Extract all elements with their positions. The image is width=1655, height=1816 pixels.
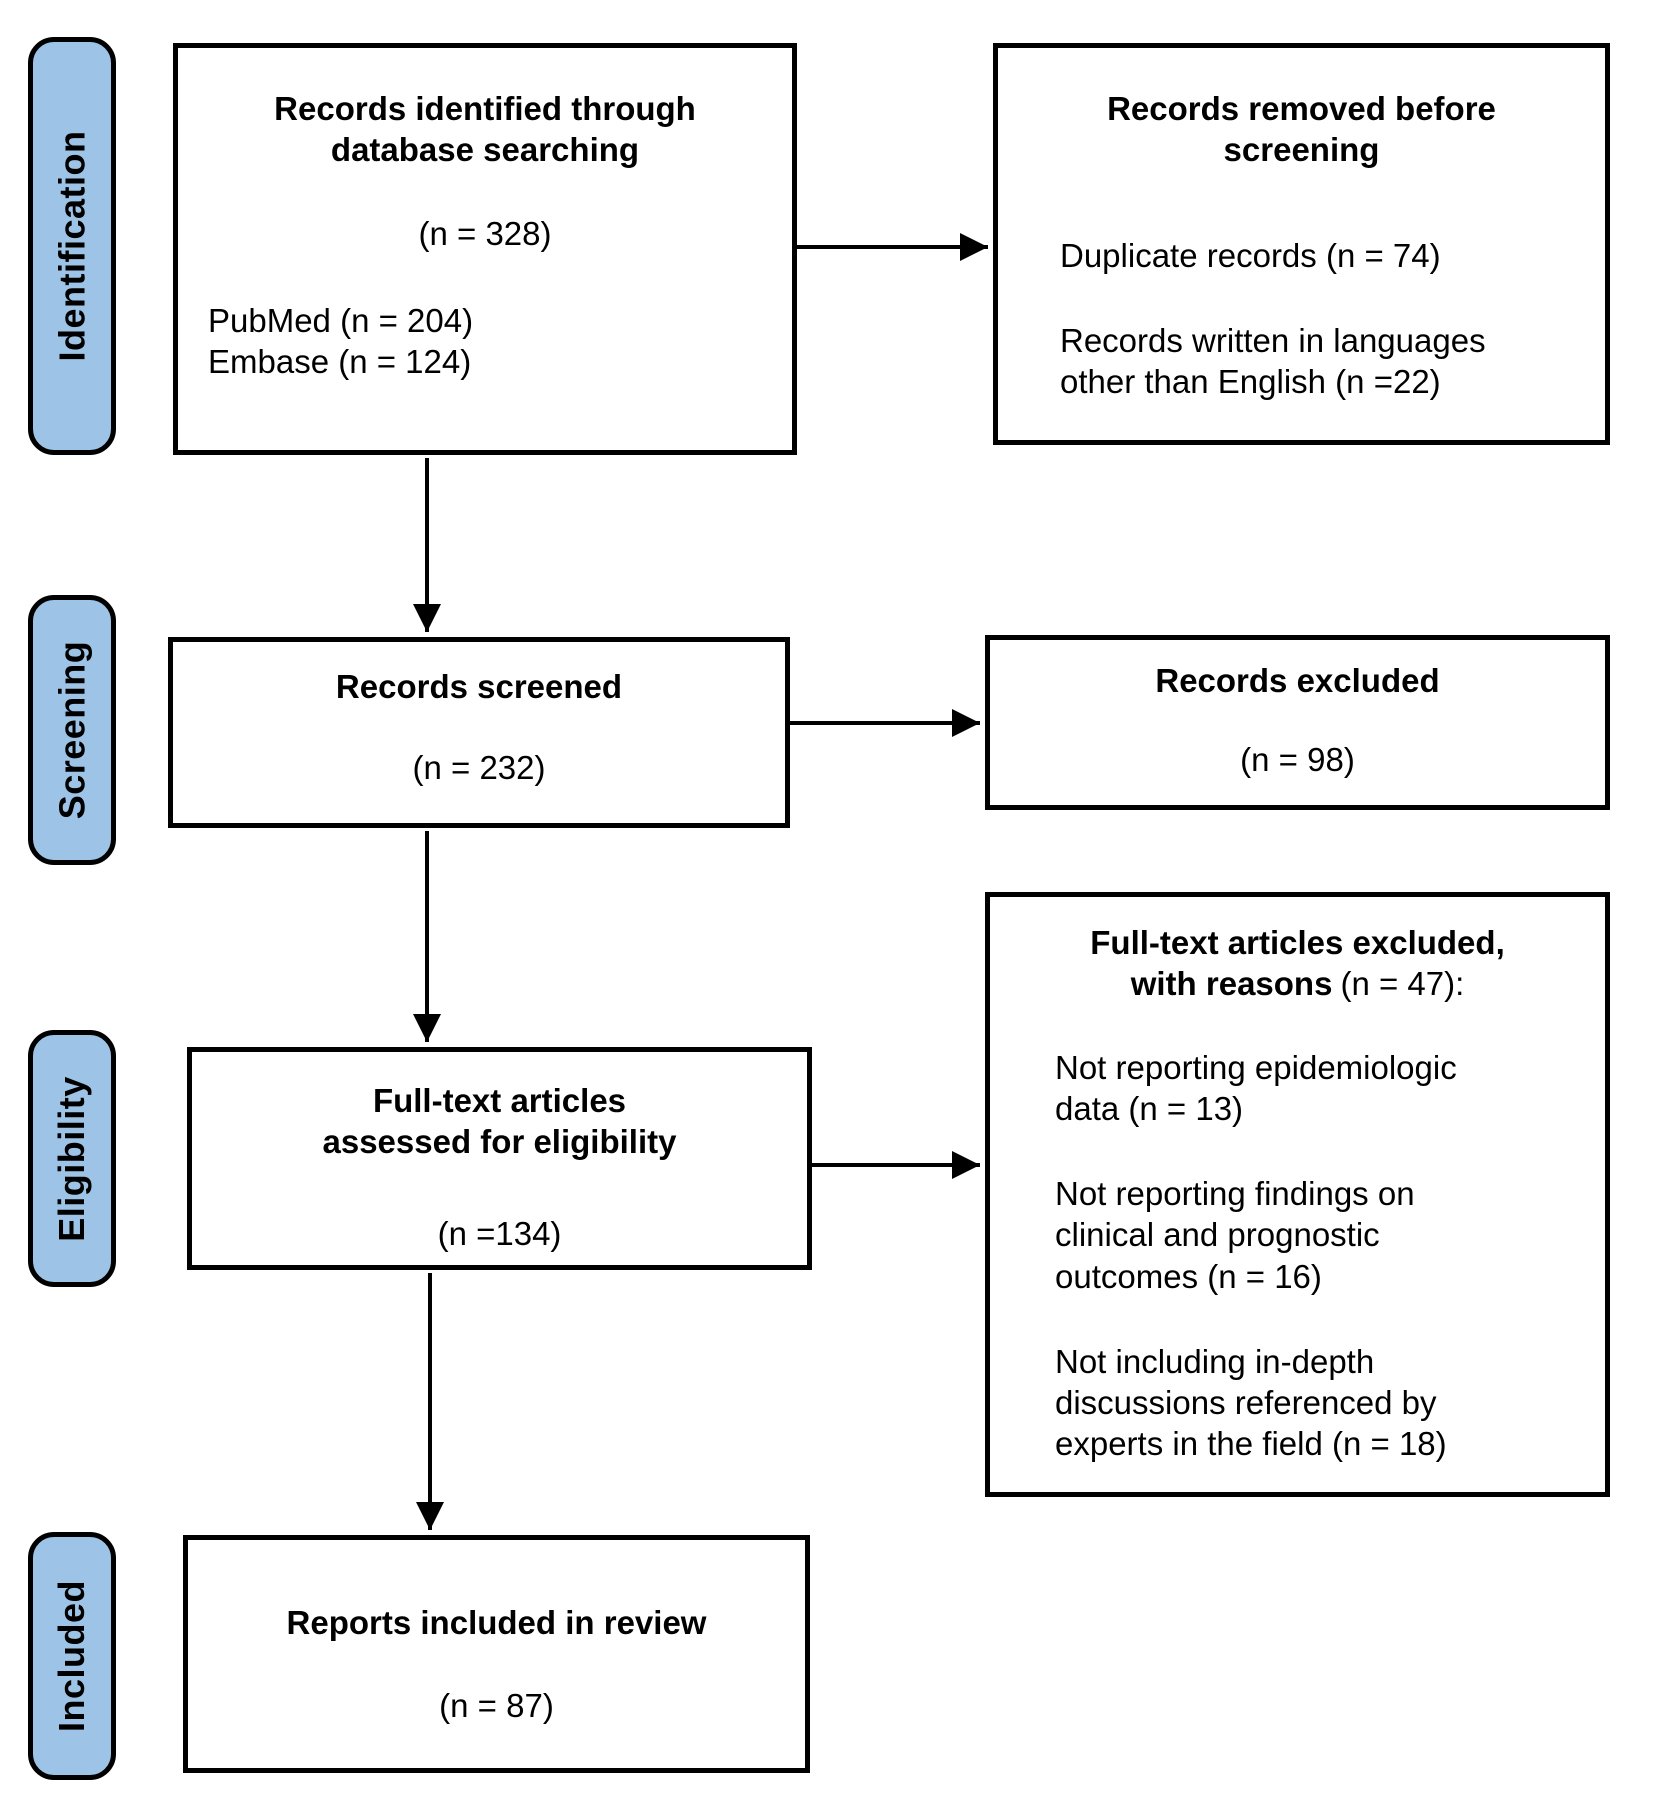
title-line: assessed for eligibility: [322, 1123, 677, 1161]
box-fulltext-assessed: Full-text articles assessed for eligibil…: [187, 1047, 812, 1270]
stage-eligibility-label: Eligibility: [51, 1075, 93, 1242]
stage-identification: Identification: [28, 37, 116, 455]
box-records-screened-title: Records screened: [335, 668, 623, 705]
box-records-identified-count: (n = 328): [418, 214, 552, 252]
title-line: Full-text articles: [372, 1082, 627, 1119]
stage-screening-label: Screening: [51, 640, 92, 820]
title-line: screening: [1223, 131, 1380, 169]
box-records-screened: Records screened (n = 232): [168, 637, 790, 828]
source-line: Embase (n = 124): [208, 343, 472, 380]
stage-screening: Screening: [28, 595, 116, 865]
source-line: PubMed (n = 204): [208, 301, 474, 339]
title-line: Full-text articles excluded,: [1090, 924, 1505, 961]
title-line: Records removed before: [1107, 90, 1496, 127]
stage-included-label: Included: [51, 1579, 93, 1733]
removed-item: Records written in languages other than …: [1060, 321, 1486, 400]
box-fulltext-excluded-title: Full-text articles excluded, with reason…: [1015, 922, 1580, 1005]
stage-included: Included: [28, 1532, 116, 1780]
box-records-removed-items: Duplicate records (n = 74) Records writt…: [1018, 235, 1585, 403]
title-line: with reasons(n = 47):: [1015, 963, 1580, 1004]
box-fulltext-assessed-count: (n =134): [437, 1214, 562, 1252]
removed-item: Duplicate records (n = 74): [1060, 236, 1441, 274]
box-records-removed-title: Records removed before screening: [1018, 88, 1585, 171]
box-records-excluded: Records excluded (n = 98): [985, 635, 1610, 810]
stage-identification-label: Identification: [51, 130, 92, 362]
box-reports-included: Reports included in review (n = 87): [183, 1535, 810, 1773]
box-records-identified: Records identified through database sear…: [173, 43, 797, 455]
box-records-excluded-title: Records excluded: [1155, 662, 1440, 699]
box-records-identified-sources: PubMed (n = 204) Embase (n = 124): [198, 300, 772, 383]
box-fulltext-excluded-reasons: Not reporting epidemiologic data (n = 13…: [1015, 1047, 1580, 1465]
reason-item: Not reporting epidemiologic data (n = 13…: [1055, 1048, 1457, 1127]
box-records-removed: Records removed before screening Duplica…: [993, 43, 1610, 445]
reason-item: Not including in-depth discussions refer…: [1055, 1342, 1447, 1463]
box-fulltext-assessed-title: Full-text articles assessed for eligibil…: [212, 1080, 787, 1163]
box-records-screened-count: (n = 232): [412, 749, 546, 787]
stage-eligibility: Eligibility: [28, 1030, 116, 1287]
title-line: Records identified through: [274, 90, 696, 127]
box-records-excluded-count: (n = 98): [1240, 741, 1355, 779]
box-reports-included-title: Reports included in review: [286, 1604, 707, 1641]
box-fulltext-excluded: Full-text articles excluded, with reason…: [985, 892, 1610, 1497]
box-reports-included-count: (n = 87): [439, 1687, 554, 1725]
title-line: database searching: [330, 131, 640, 169]
reason-item: Not reporting findings on clinical and p…: [1055, 1175, 1415, 1295]
title-line2-normal: (n = 47):: [1340, 965, 1465, 1003]
box-records-identified-title: Records identified through database sear…: [198, 88, 772, 171]
title-line2-bold: with reasons: [1130, 965, 1333, 1003]
